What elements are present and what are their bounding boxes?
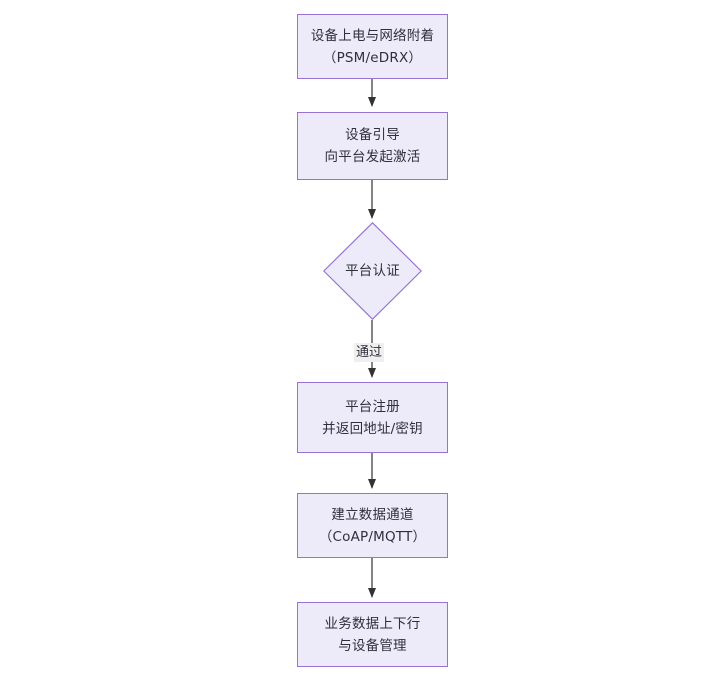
node-platform-auth[interactable]: 平台认证	[323, 222, 422, 320]
edge-label-text: 通过	[356, 345, 383, 360]
node-label: 业务数据上下行 与设备管理	[324, 615, 421, 654]
node-label: 设备上电与网络附着 （PSM/eDRX）	[310, 27, 435, 66]
node-label: 建立数据通道 （CoAP/MQTT）	[318, 506, 427, 545]
node-device-power-on[interactable]: 设备上电与网络附着 （PSM/eDRX）	[297, 14, 448, 79]
node-label: 平台认证	[345, 263, 400, 279]
node-label: 设备引导 向平台发起激活	[324, 127, 421, 165]
node-platform-register[interactable]: 平台注册 并返回地址/密钥	[297, 382, 448, 453]
edge-label-pass: 通过	[354, 343, 385, 362]
node-business-data-and-device-mgmt[interactable]: 业务数据上下行 与设备管理	[297, 602, 448, 667]
node-label: 平台注册 并返回地址/密钥	[322, 398, 423, 437]
diamond-icon	[323, 222, 422, 320]
node-establish-data-channel[interactable]: 建立数据通道 （CoAP/MQTT）	[297, 493, 448, 558]
node-device-bootstrap[interactable]: 设备引导 向平台发起激活	[297, 112, 448, 180]
